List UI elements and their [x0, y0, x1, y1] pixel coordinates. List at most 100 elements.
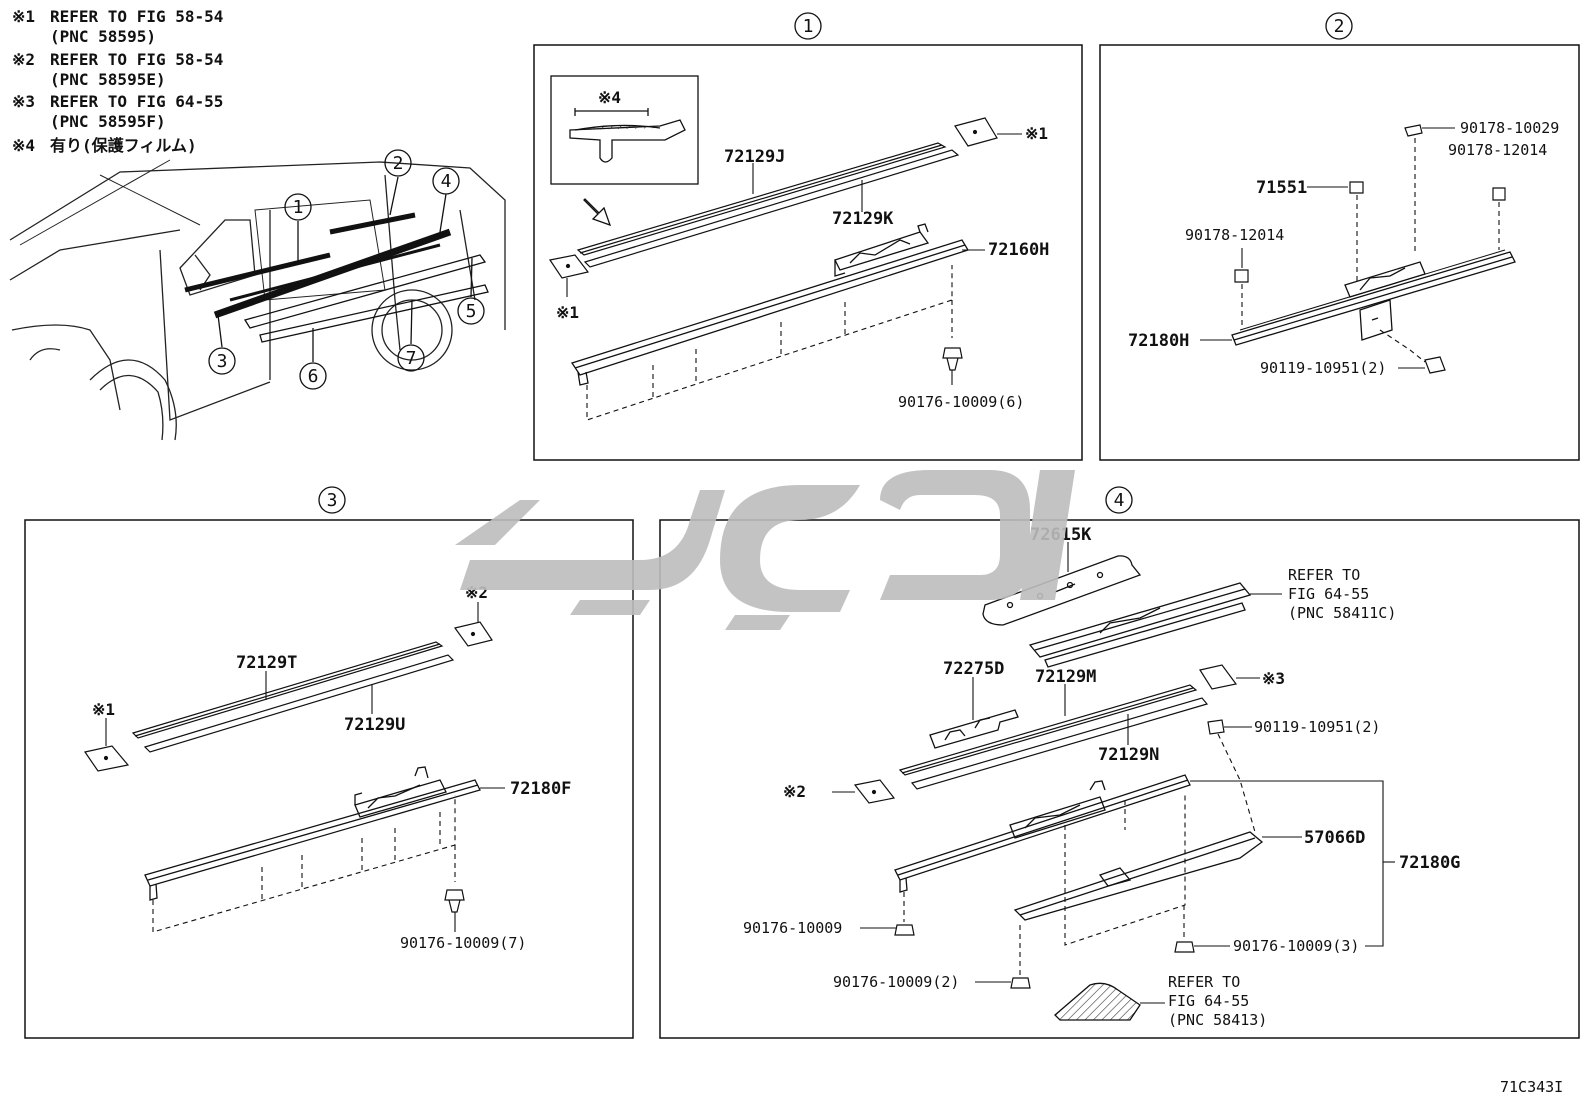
label-90119-10951-2-p2: 90119-10951(2)	[1260, 359, 1386, 377]
label-90176-10009-7: 90176-10009(7)	[400, 934, 526, 952]
label-p1-ref-1-upper: ※1	[1025, 124, 1048, 143]
panel-3: 3	[24, 486, 634, 1039]
nut-71551-icon	[1349, 181, 1364, 194]
watermark-logo	[455, 470, 1075, 630]
label-72129M: 72129M	[1035, 667, 1096, 687]
clip-plate-upper	[954, 117, 998, 147]
panel-3-number: 3	[327, 490, 338, 511]
figure-code: 71C343I	[1500, 1078, 1563, 1096]
molding-72129U	[143, 654, 455, 753]
clip-plate-p3-lower	[84, 745, 130, 772]
vehicle-callout-6-text: 6	[308, 366, 319, 387]
label-90178-10029: 90178-10029	[1460, 119, 1559, 137]
vehicle-callout-7	[397, 344, 425, 372]
panel-4-number-circle	[1105, 486, 1133, 514]
vehicle-callout-2	[384, 149, 412, 177]
panel-4: 4	[659, 486, 1580, 1039]
vehicle-callout-1	[284, 193, 312, 221]
panel-2-number: 2	[1334, 16, 1345, 37]
panel-4-leaders	[832, 542, 1395, 1004]
cover-72615K	[982, 555, 1142, 626]
vehicle-callout-4	[432, 167, 460, 195]
note-2-line1: REFER TO FIG 58-54	[50, 50, 223, 69]
clip-90176-10009-p3	[444, 889, 465, 913]
panel-2-frame	[1099, 44, 1580, 461]
notes-block: ※1 REFER TO FIG 58-54 (PNC 58595) ※2 REF…	[12, 7, 223, 155]
note-3-mark: ※3	[12, 92, 35, 111]
label-p4-ref2-line2: FIG 64-55	[1168, 992, 1249, 1010]
label-p4-ref2-line1: REFER TO	[1168, 973, 1240, 991]
vehicle-callout-4-text: 4	[441, 171, 452, 192]
molding-72129J	[576, 142, 947, 256]
label-p4-ref1-line1: REFER TO	[1288, 566, 1360, 584]
clip-90176-10009-3-icon	[1174, 941, 1195, 953]
clip-plate-p4-lower	[853, 779, 896, 804]
rail-58411C	[1028, 582, 1252, 668]
label-p4-ref1-line3: (PNC 58411C)	[1288, 604, 1396, 622]
panel-4-fastener-guides	[903, 733, 1256, 975]
panel-1-leaders	[566, 133, 1022, 385]
panel-1-inset-profile	[569, 108, 686, 163]
note-1-line2: (PNC 58595)	[50, 27, 156, 46]
vehicle-callouts	[208, 149, 485, 390]
base-72180F	[144, 766, 481, 901]
clip-plate-lower	[549, 254, 590, 279]
bracket-72275D	[929, 709, 1019, 749]
label-90176-10009-2: 90176-10009(2)	[833, 973, 959, 991]
panel-2-leaders	[1200, 127, 1455, 369]
base-72180G	[894, 774, 1191, 893]
note-2-mark: ※2	[12, 50, 35, 69]
panel-3-leaders	[105, 602, 505, 932]
label-p4-ref-3: ※3	[1262, 669, 1285, 688]
panel-1-fastener-guides	[586, 265, 953, 421]
panel-1-number-circle	[794, 12, 822, 40]
vehicle-molding-parts	[184, 212, 489, 343]
label-90176-10009-6: 90176-10009(6)	[898, 393, 1024, 411]
note-1-line1: REFER TO FIG 58-54	[50, 7, 223, 26]
clip-90176-10009-p1	[942, 347, 963, 371]
vehicle-callout-1-text: 1	[293, 197, 304, 218]
label-72180G: 72180G	[1399, 853, 1460, 873]
panel-3-number-circle	[318, 486, 346, 514]
panel-1-inset-mark: ※4	[598, 88, 621, 107]
panel-1-direction-arrow	[583, 198, 612, 227]
label-71551: 71551	[1256, 178, 1307, 198]
panel-2-nut-icons	[1234, 124, 1506, 374]
label-p4-ref1-line2: FIG 64-55	[1288, 585, 1369, 603]
label-72180F: 72180F	[510, 779, 571, 799]
liner-58413	[1054, 982, 1141, 1021]
label-72129J: 72129J	[724, 147, 785, 167]
vehicle-callout-5-text: 5	[466, 301, 477, 322]
note-3-line1: REFER TO FIG 64-55	[50, 92, 223, 111]
panel-1-frame	[533, 44, 1083, 461]
bolt-90119-10951-p4-icon	[1207, 719, 1225, 735]
molding-72129K	[583, 149, 960, 268]
bolt-90119-10951-icon	[1424, 356, 1446, 374]
panel-1-inset-frame	[550, 75, 699, 185]
label-p4-ref2-line3: (PNC 58413)	[1168, 1011, 1267, 1029]
label-90178-12014-left: 90178-12014	[1185, 226, 1284, 244]
panel-4-frame	[659, 519, 1580, 1039]
molding-72129M	[898, 684, 1198, 776]
panel-3-fastener-guides	[152, 795, 456, 933]
molding-72129T	[131, 641, 444, 739]
label-72275D: 72275D	[943, 659, 1004, 679]
clip-plate-p3-upper	[453, 621, 493, 647]
clip-plate-p4-upper	[1199, 664, 1238, 690]
label-90176-10009-3: 90176-10009(3)	[1233, 937, 1359, 955]
note-4-line1: 有り(保護フィルム)	[50, 136, 197, 155]
label-p3-ref-1: ※1	[92, 700, 115, 719]
bracket-57066D	[1013, 831, 1264, 921]
label-72129K: 72129K	[832, 209, 894, 229]
label-72180H: 72180H	[1128, 331, 1189, 351]
label-p4-ref-2: ※2	[783, 782, 806, 801]
vehicle-callout-2-text: 2	[393, 153, 404, 174]
panel-2-number-circle	[1325, 12, 1353, 40]
vehicle-callout-6	[299, 362, 327, 390]
vehicle-callout-5	[457, 297, 485, 325]
label-57066D: 57066D	[1304, 828, 1365, 848]
note-2-line2: (PNC 58595E)	[50, 70, 166, 89]
label-72129T: 72129T	[236, 653, 297, 673]
panel-3-frame	[24, 519, 634, 1039]
